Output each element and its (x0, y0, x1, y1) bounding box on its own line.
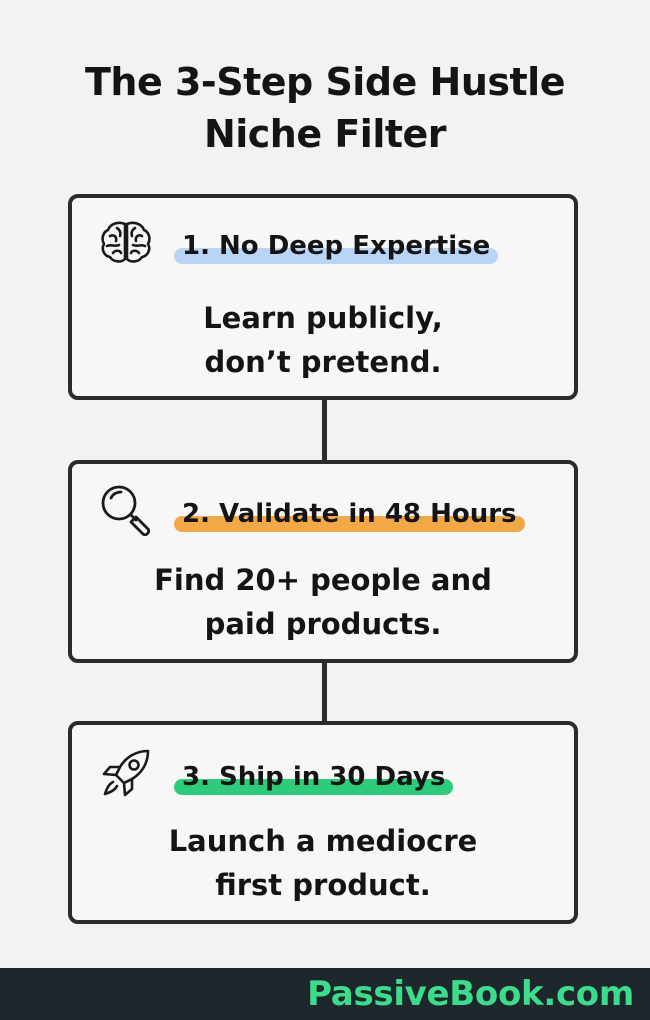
magnifier-icon (96, 480, 156, 540)
step-body-2: Find 20+ people and paid products. (154, 563, 492, 641)
step-body-1: Learn publicly, don’t pretend. (203, 301, 443, 379)
connector-2-3 (322, 660, 327, 724)
step-heading-2: 2. Validate in 48 Hours (174, 494, 525, 534)
title-line-2: Niche Filter (203, 112, 447, 156)
footer-bar: PassiveBook.com (0, 968, 650, 1020)
diagram-title: The 3-Step Side Hustle Niche Filter (0, 56, 650, 160)
step-heading-3: 3. Ship in 30 Days (174, 757, 454, 797)
title-line-1: The 3-Step Side Hustle (85, 60, 565, 104)
rocket-icon (96, 743, 156, 803)
step-heading-1: 1. No Deep Expertise (174, 226, 499, 266)
step-highlight-3 (174, 779, 454, 795)
step-highlight-1 (174, 248, 499, 264)
brain-icon (96, 212, 156, 272)
step-card-3: 3. Ship in 30 Days Launch a mediocre fir… (68, 721, 578, 924)
step-highlight-2 (174, 516, 525, 532)
step-card-1: 1. No Deep Expertise Learn publicly, don… (68, 194, 578, 400)
connector-1-2 (322, 398, 327, 463)
step-body-3: Launch a mediocre first product. (168, 824, 478, 902)
brand-label: PassiveBook.com (307, 974, 634, 1014)
step-card-2: 2. Validate in 48 Hours Find 20+ people … (68, 460, 578, 663)
